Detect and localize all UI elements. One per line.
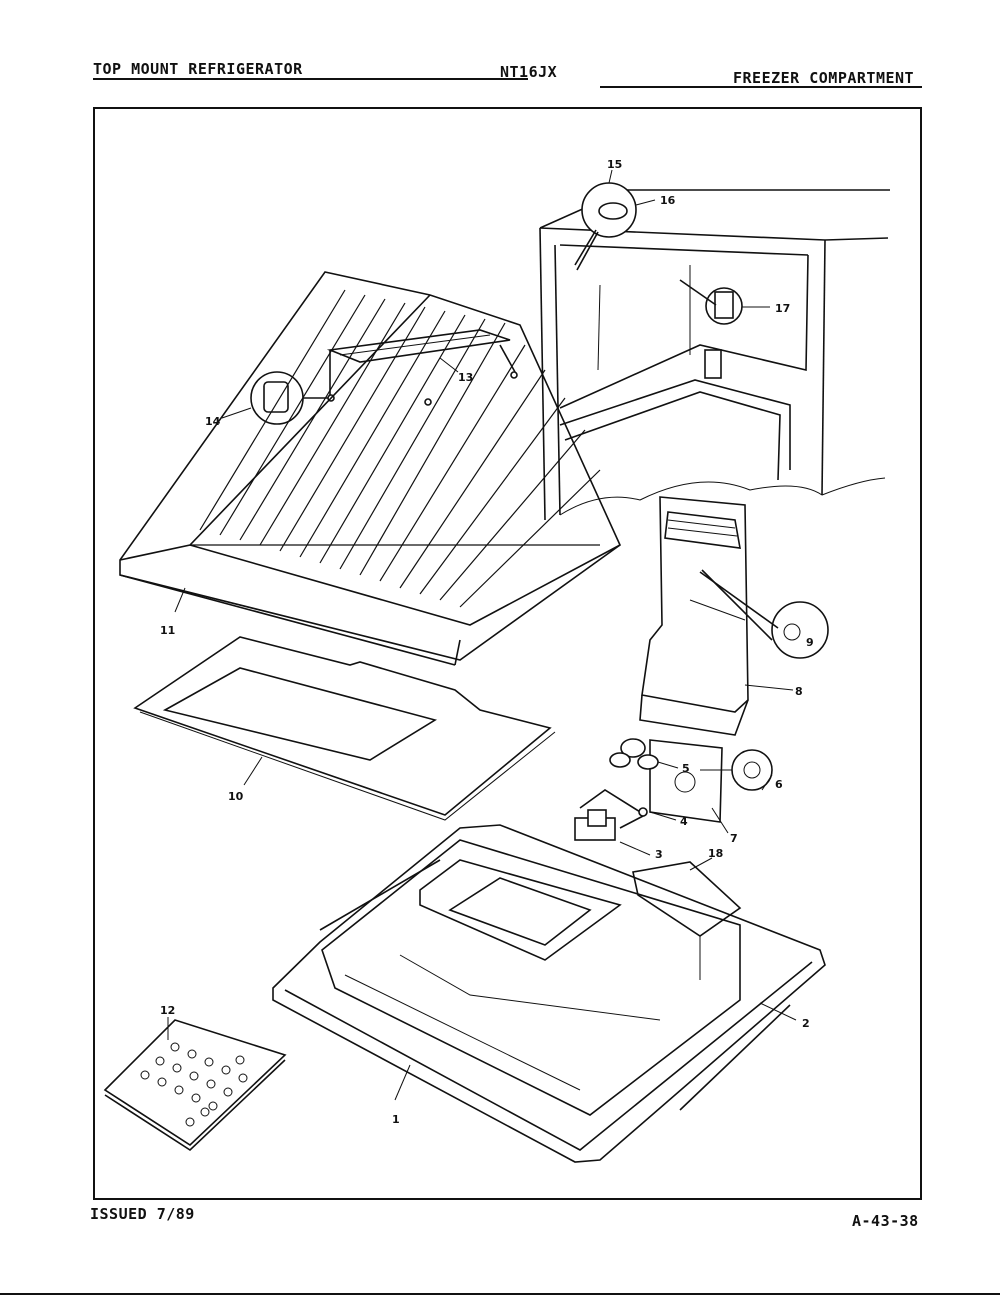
footer-issued: ISSUED 7/89 — [90, 1205, 195, 1223]
header-rule-left — [93, 78, 528, 80]
callout-18: 18 — [708, 847, 723, 860]
callout-4: 4 — [680, 815, 688, 828]
callout-8: 8 — [795, 685, 803, 698]
bottom-rule — [0, 1293, 1000, 1295]
callout-1: 1 — [392, 1113, 400, 1126]
shelf-bracket-13 — [326, 329, 518, 406]
air-duct-8 — [639, 496, 794, 736]
fan-blade-5 — [609, 738, 679, 770]
freezer-liner-1 — [272, 824, 826, 1163]
freezer-cabinet — [539, 189, 890, 521]
callout-15: 15 — [607, 158, 622, 171]
light-socket-17 — [679, 279, 770, 325]
fan-motor-3 — [574, 809, 651, 856]
wire-shelf-11 — [119, 271, 621, 666]
callout-16: 16 — [660, 194, 676, 207]
detail-circle-15-16 — [574, 169, 656, 271]
detail-circle-6 — [700, 749, 773, 791]
callout-17: 17 — [775, 302, 790, 315]
callout-11: 11 — [160, 624, 175, 637]
callout-14: 14 — [205, 415, 221, 428]
header-title-right: FREEZER COMPARTMENT — [733, 69, 915, 87]
detail-circle-9 — [699, 569, 829, 659]
callout-10: 10 — [228, 790, 244, 803]
header-title-left: TOP MOUNT REFRIGERATOR — [93, 60, 303, 78]
callout-6: 6 — [775, 778, 783, 791]
ice-tray-12 — [103, 1017, 287, 1152]
detail-circle-14 — [221, 371, 328, 425]
callout-3: 3 — [655, 848, 663, 861]
baffle-18 — [632, 857, 742, 980]
callout-13: 13 — [458, 371, 473, 384]
callout-5: 5 — [682, 762, 690, 775]
header-model: NT16JX — [500, 63, 558, 81]
diagram-frame — [93, 107, 922, 1200]
callout-2: 2 — [802, 1017, 810, 1030]
callout-labels: 1 2 3 4 5 6 7 8 9 10 11 12 13 14 15 16 1… — [160, 158, 814, 1126]
callout-7: 7 — [730, 832, 738, 845]
trim-strip-2 — [319, 859, 797, 1111]
bracket-4 — [579, 789, 677, 829]
callout-12: 12 — [160, 1004, 175, 1017]
callout-9: 9 — [806, 636, 814, 649]
header-rule-right — [600, 86, 922, 88]
fan-shroud-7 — [649, 739, 729, 834]
cover-panel-10 — [133, 636, 556, 821]
footer-page-code: A-43-38 — [852, 1212, 919, 1230]
